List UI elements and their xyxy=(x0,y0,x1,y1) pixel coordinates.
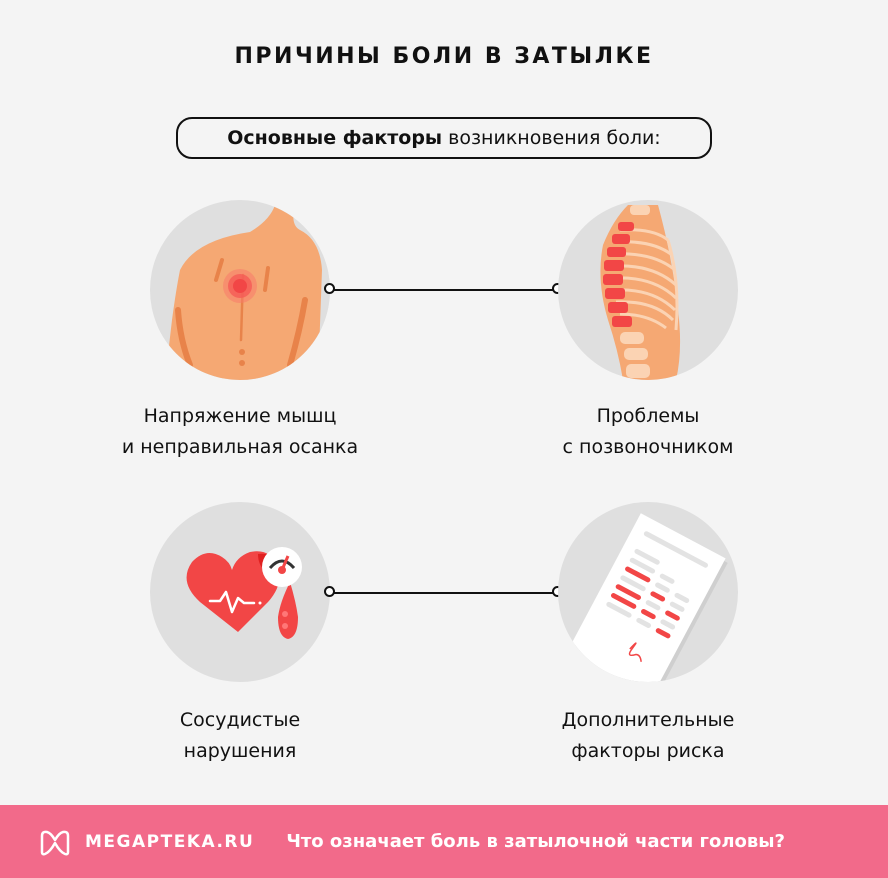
footer-banner: MEGAPTEKA.RU Что означает боль в затылоч… xyxy=(0,805,888,878)
factor-1-line1: Напряжение мышц xyxy=(143,405,337,427)
factor-4-illustration xyxy=(558,502,738,682)
spine-icon xyxy=(600,205,681,380)
heart-blood-pressure-icon xyxy=(186,547,302,639)
factor-2-label: Проблемы с позвоночником xyxy=(478,401,818,463)
connector-line-top xyxy=(330,289,558,291)
factor-1-label: Напряжение мышц и неправильная осанка xyxy=(70,401,410,463)
factor-3-illustration xyxy=(150,502,330,682)
footer-tagline[interactable]: Что означает боль в затылочной части гол… xyxy=(286,831,785,852)
subtitle-pill: Основные факторы возникновения боли: xyxy=(176,117,712,159)
factor-2-line1: Проблемы xyxy=(596,405,700,427)
factor-2-line2: с позвоночником xyxy=(562,436,734,458)
factor-4-label: Дополнительные факторы риска xyxy=(478,705,818,767)
megapteka-logo-icon xyxy=(40,830,70,855)
factor-4-line1: Дополнительные xyxy=(561,709,735,731)
connector-dot xyxy=(324,586,335,597)
connector-line-bottom xyxy=(330,592,558,594)
connector-dot xyxy=(324,283,335,294)
factor-2-illustration xyxy=(558,200,738,380)
subtitle-bold: Основные факторы xyxy=(227,127,443,149)
medical-document-icon xyxy=(561,513,728,682)
factor-4-line2: факторы риска xyxy=(571,740,725,762)
subtitle-rest: возникновения боли: xyxy=(448,127,661,149)
back-pain-icon xyxy=(150,205,330,380)
factor-1-line2: и неправильная осанка xyxy=(121,436,359,458)
factor-3-line2: нарушения xyxy=(183,740,297,762)
factor-1-illustration xyxy=(150,200,330,380)
brand-link[interactable]: MEGAPTEKA.RU xyxy=(85,831,255,852)
factor-3-line1: Сосудистые xyxy=(179,709,301,731)
page-title: ПРИЧИНЫ БОЛИ В ЗАТЫЛКЕ xyxy=(234,44,654,69)
factor-3-label: Сосудистые нарушения xyxy=(70,705,410,767)
